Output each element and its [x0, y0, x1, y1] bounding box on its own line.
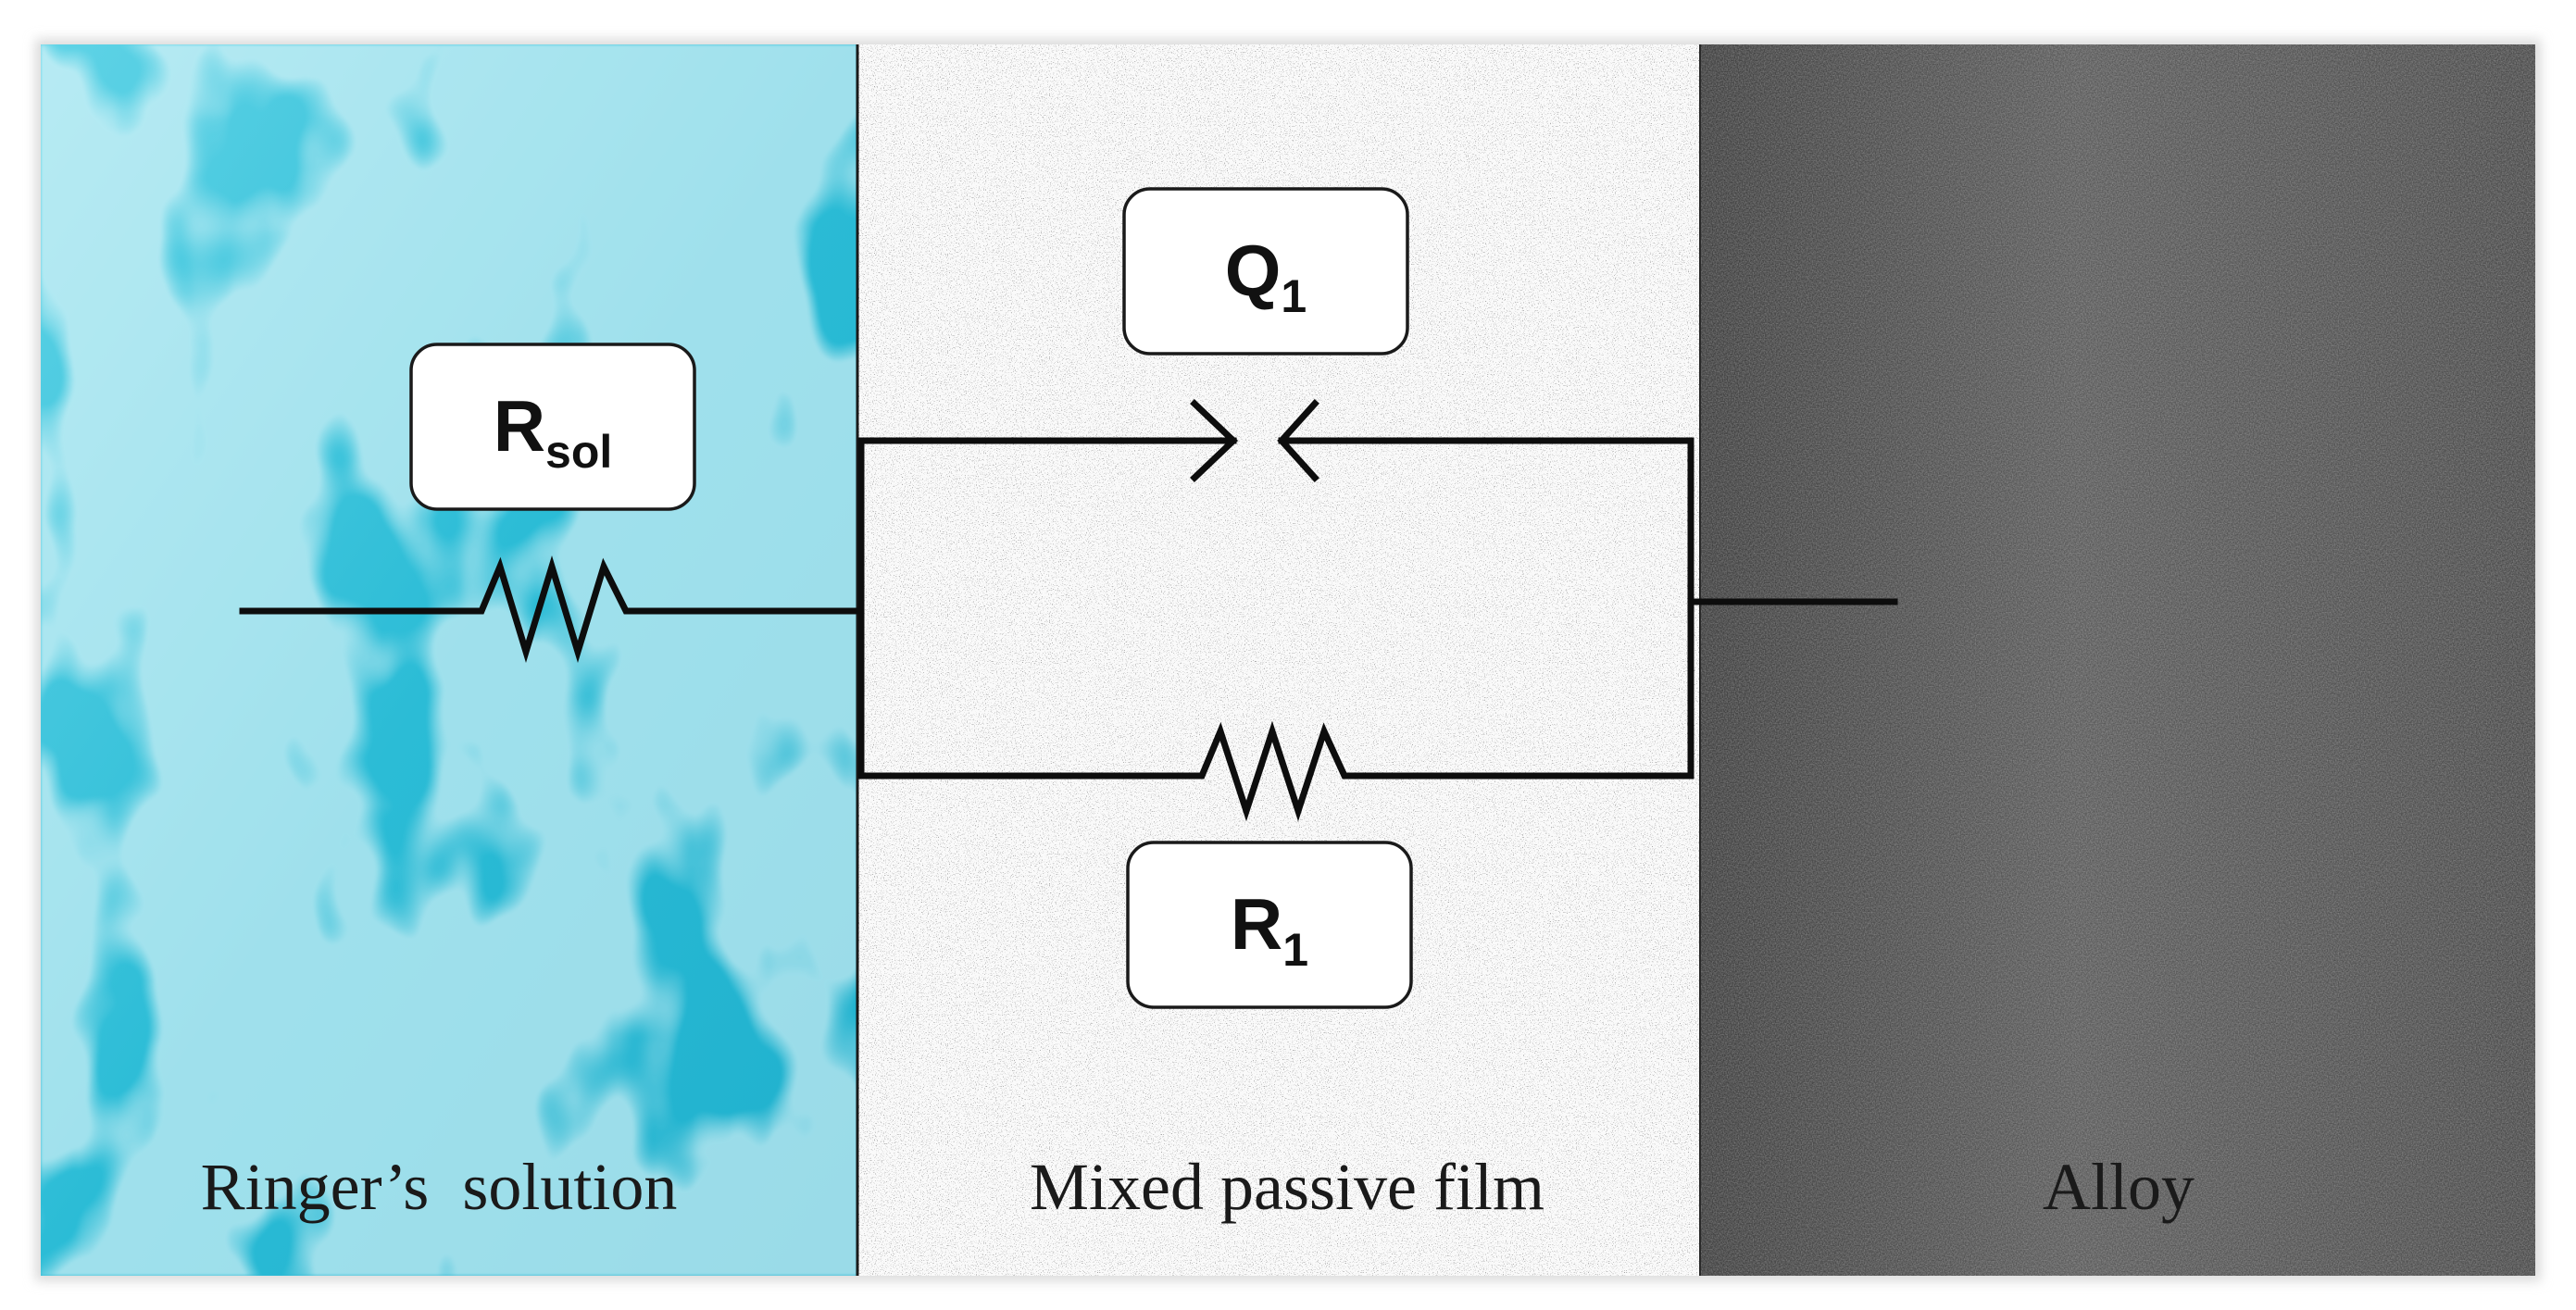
alloy-region — [1700, 44, 2535, 1276]
circuit-wiring — [239, 399, 1898, 822]
solution-region-label: Ringer’s solution — [201, 1150, 678, 1224]
q1-label: Q1 — [1225, 230, 1307, 322]
q1-label-box: Q1 — [1122, 187, 1409, 356]
solution-region — [41, 44, 857, 1276]
r1-label: R1 — [1231, 883, 1308, 976]
r1-resistor-symbol — [857, 720, 1694, 822]
rsol-label: Rsol — [494, 385, 613, 478]
film-region-label: Mixed passive film — [1030, 1150, 1544, 1224]
alloy-region-label: Alloy — [2043, 1150, 2195, 1224]
r1-label-box: R1 — [1126, 841, 1413, 1009]
q1-cpe-left-plate — [1190, 399, 1239, 482]
rsol-label-box: Rsol — [409, 343, 696, 511]
rsol-resistor-symbol — [239, 555, 865, 664]
q1-branch-wire-right — [1278, 437, 1694, 780]
